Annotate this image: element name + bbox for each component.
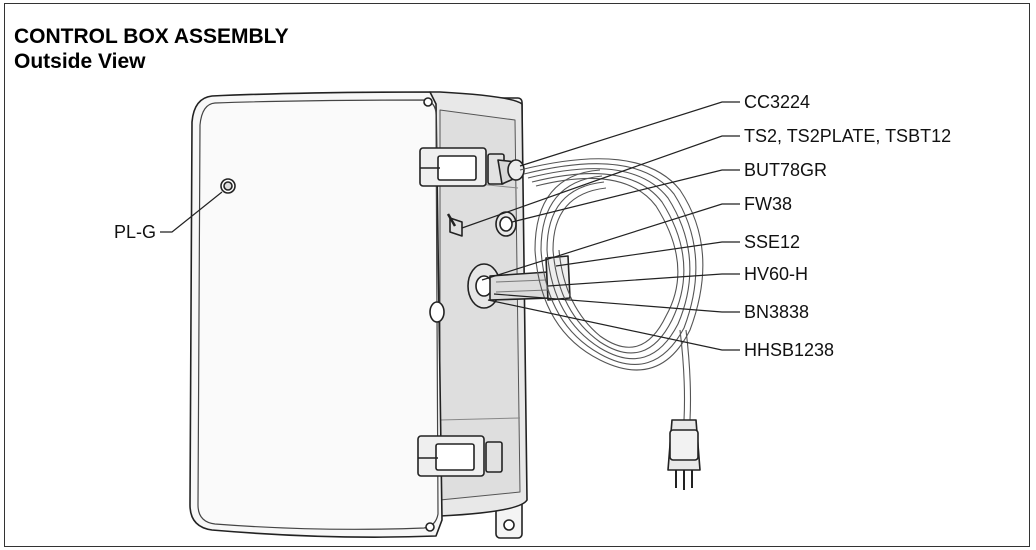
callout-fw38: FW38 bbox=[744, 194, 792, 214]
cord-connector bbox=[497, 159, 525, 185]
coiled-power-cord bbox=[519, 158, 704, 421]
heater-vent-assembly bbox=[467, 255, 571, 309]
enclosure-front-lid bbox=[189, 91, 445, 538]
pilot-light-plg bbox=[220, 178, 236, 194]
callout-hv60h: HV60-H bbox=[744, 264, 808, 284]
diagram-title: CONTROL BOX ASSEMBLY Outside View bbox=[14, 24, 289, 74]
title-line-2: Outside View bbox=[14, 50, 146, 73]
bottom-latch bbox=[417, 435, 503, 477]
top-latch bbox=[419, 147, 505, 187]
callout-cc3224: CC3224 bbox=[744, 92, 810, 112]
toggle-switch bbox=[446, 213, 463, 237]
callout-sse12: SSE12 bbox=[744, 232, 800, 252]
title-line-1: CONTROL BOX ASSEMBLY bbox=[14, 25, 289, 48]
callout-ts2: TS2, TS2PLATE, TSBT12 bbox=[744, 126, 951, 146]
callout-hhsb1238: HHSB1238 bbox=[744, 340, 834, 360]
callout-plg: PL-G bbox=[114, 222, 156, 242]
callout-bn3838: BN3838 bbox=[744, 302, 809, 322]
leader-lines bbox=[160, 101, 740, 351]
callout-but78gr: BUT78GR bbox=[744, 160, 827, 180]
power-plug bbox=[667, 419, 701, 490]
button-boot bbox=[495, 211, 517, 237]
